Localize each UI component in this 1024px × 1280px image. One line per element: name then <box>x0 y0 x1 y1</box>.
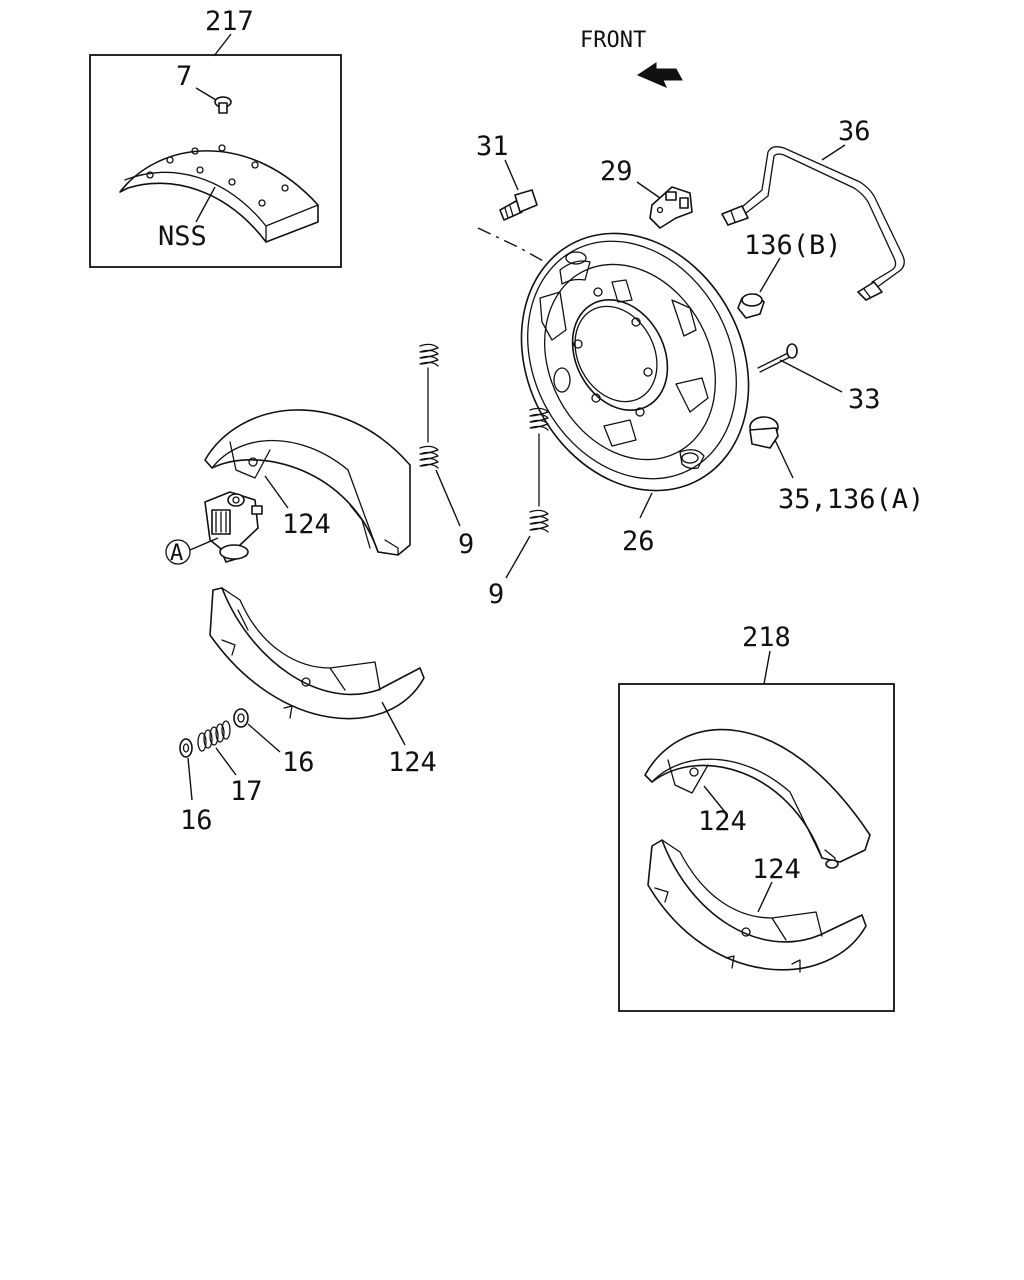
plug-35-136a: 35,136(A) <box>749 416 924 515</box>
callout-124-kit-lower: 124 <box>752 854 801 885</box>
callout-16-right: 16 <box>282 747 315 778</box>
callout-26: 26 <box>622 526 655 557</box>
rivet-icon <box>214 96 232 114</box>
callout-136b: 136(B) <box>744 230 842 261</box>
front-direction-indicator: FRONT <box>580 28 683 88</box>
lining-kit-217: 217 7 NSS <box>89 6 342 268</box>
bolt-icon <box>499 189 538 221</box>
reference-a-marker: A <box>165 539 191 566</box>
washer-icon <box>179 738 193 758</box>
pin-33: 33 <box>757 343 881 415</box>
spring-icon <box>419 343 439 469</box>
callout-17: 17 <box>230 776 263 807</box>
adjuster-parts: 16 17 16 <box>179 708 315 836</box>
brake-shoe-icon <box>204 409 411 556</box>
return-spring-lower: 9 <box>488 407 549 610</box>
callout-124-kit-upper: 124 <box>698 806 747 837</box>
callout-124-lower: 124 <box>388 747 437 778</box>
callout-nss: NSS <box>158 221 207 252</box>
callout-29: 29 <box>600 156 633 187</box>
callout-33: 33 <box>848 384 881 415</box>
callout-a: A <box>170 541 183 566</box>
shoe-kit-218: 218 124 124 <box>618 622 895 1012</box>
return-spring-upper: 9 <box>419 343 474 560</box>
brake-shoe-upper: 124 <box>204 409 411 556</box>
brake-pipe-icon <box>721 146 905 301</box>
brake-lining-icon <box>119 144 319 243</box>
kit-218-frame <box>618 683 895 1012</box>
brake-shoe-icon <box>644 728 871 869</box>
callout-35-136a: 35,136(A) <box>778 484 924 515</box>
washer-icon <box>233 708 249 728</box>
callout-16-left: 16 <box>180 805 213 836</box>
sensor-29: 29 <box>600 156 693 229</box>
callout-7: 7 <box>176 61 192 92</box>
bolt-31: 31 <box>476 131 586 297</box>
callout-9-lower: 9 <box>488 579 504 610</box>
plug-icon <box>749 416 779 449</box>
callout-9-right: 9 <box>458 529 474 560</box>
front-label: FRONT <box>580 28 646 53</box>
backing-plate-icon <box>520 232 750 492</box>
wheel-cylinder-assembly: A <box>165 491 263 566</box>
callout-217: 217 <box>205 6 254 37</box>
brake-shoe-lower: 124 <box>209 587 437 778</box>
brake-pipe-36: 36 <box>721 116 905 301</box>
grommet-136b: 136(B) <box>737 230 842 319</box>
wheel-cylinder-icon <box>204 491 263 563</box>
spring-icon <box>529 407 549 533</box>
grommet-icon <box>737 293 765 319</box>
brake-shoe-icon <box>209 587 425 720</box>
spring-icon <box>197 720 231 752</box>
front-arrow-icon <box>636 62 683 88</box>
brake-shoe-icon <box>647 839 867 973</box>
pin-icon <box>757 343 798 373</box>
callout-124-upper: 124 <box>282 509 331 540</box>
sensor-icon <box>649 186 693 229</box>
callout-31: 31 <box>476 131 509 162</box>
callout-36: 36 <box>838 116 871 147</box>
callout-218: 218 <box>742 622 791 653</box>
backing-plate-26: 26 <box>520 232 750 557</box>
